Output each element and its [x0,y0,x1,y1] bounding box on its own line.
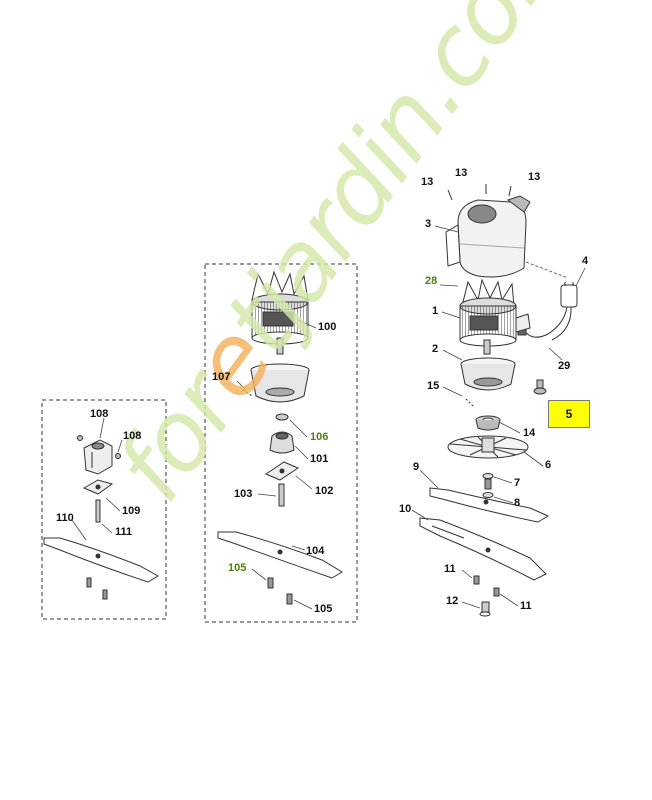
callout-100: 100 [318,321,337,333]
callout-104: 104 [306,545,325,557]
callout-101: 101 [310,453,329,465]
blade-9 [429,487,550,523]
callout-12: 12 [446,595,459,607]
bolts-11 [473,575,500,597]
screws-108 [77,435,121,459]
adapter-101 [269,431,295,454]
plate-109 [82,479,114,495]
blade-110 [43,537,159,583]
washers-7-8 [482,473,494,498]
washer-14 [475,415,501,431]
fan-bowl [250,363,310,403]
callout-9: 9 [413,461,420,473]
bolt-103 [278,483,285,507]
callout-107: 107 [212,371,231,383]
motor-1 [459,278,531,355]
callout-10: 10 [399,503,412,515]
callout-4: 4 [582,255,589,267]
group-box-middle [204,263,358,623]
bolts-105 [267,577,293,605]
washer-106 [275,413,289,421]
callout-15: 15 [427,380,440,392]
impeller-6 [447,435,529,459]
callout-109: 109 [122,505,141,517]
callout-105: 105 [314,603,333,615]
screws-13 [447,184,512,201]
blade-10 [419,517,547,581]
highlighted-part-5[interactable]: 5 [548,400,590,428]
callout-108: 108 [123,430,142,442]
blade-104 [217,531,343,579]
motor-bracket-108 [83,439,113,475]
plate-102 [264,461,300,481]
callout-13: 13 [421,176,434,188]
callout-111: 111 [115,526,133,538]
callout-2: 2 [432,343,439,355]
callout-110: 110 [56,512,74,524]
callout-1: 1 [432,305,439,317]
bolt-111 [95,499,101,523]
callout-11: 11 [520,600,532,612]
fan-bowl-2 [460,357,516,391]
callout-6: 6 [545,459,552,471]
motor-housing [445,195,531,278]
nut-12 [479,601,491,617]
bolts-left [86,577,108,600]
callout-13: 13 [528,171,541,183]
callout-8: 8 [514,497,521,509]
nut-5 [533,379,547,395]
callout-103: 103 [234,488,253,500]
callout-29: 29 [558,360,571,372]
callout-105: 105 [228,562,247,574]
callout-7: 7 [514,477,521,489]
callout-14: 14 [523,427,536,439]
callout-108: 108 [90,408,109,420]
motor-100 [251,270,309,355]
callout-102: 102 [315,485,334,497]
callout-28: 28 [425,275,438,287]
capacitor [517,282,578,341]
callout-11: 11 [444,563,456,575]
callout-13: 13 [455,167,468,179]
callout-3: 3 [425,218,432,230]
group-box-left [41,399,167,620]
callout-106: 106 [310,431,329,443]
